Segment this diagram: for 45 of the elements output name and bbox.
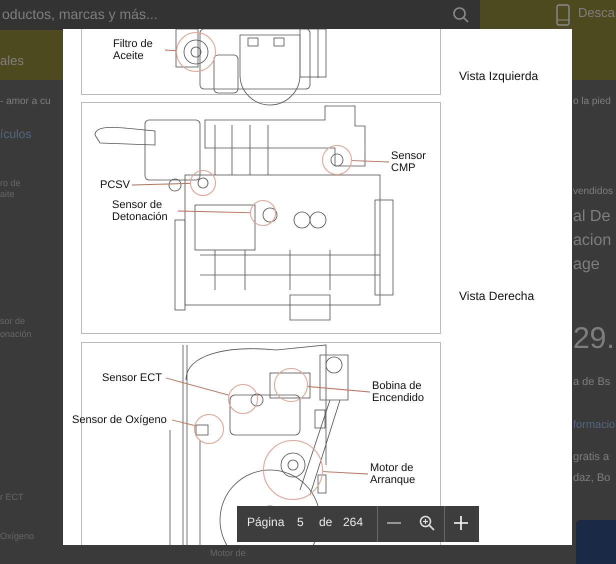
shipping-text: daz, Bo <box>573 472 610 484</box>
leader-line <box>307 386 370 392</box>
search-placeholder: oductos, marcas y más... <box>2 7 158 22</box>
part-label: Sensor de Detonación <box>112 199 176 223</box>
header-text: Desca <box>578 6 615 20</box>
ranking-text: vendidos <box>573 186 614 197</box>
price-text: 29. <box>573 322 615 355</box>
product-title: al De <box>573 208 610 226</box>
page-label: Página <box>247 516 284 530</box>
part-label: PCSV <box>100 179 130 191</box>
view-caption: Vista Izquierda <box>459 70 538 84</box>
highlight-circle <box>190 170 216 196</box>
leader-line <box>172 420 195 426</box>
breadcrumb-link: ículos <box>0 128 32 142</box>
shipping-text: gratis a <box>573 451 610 464</box>
page-number: 5 <box>297 516 304 530</box>
highlight-circle <box>228 384 258 414</box>
highlight-circle <box>250 200 276 226</box>
highlight-circle <box>274 368 308 402</box>
leader-line <box>322 471 368 474</box>
view-caption: Vista Derecha <box>459 290 534 304</box>
highlight-circle <box>322 145 352 175</box>
leader-line <box>178 210 250 214</box>
leader-line <box>164 50 176 52</box>
highlight-circle <box>194 414 224 444</box>
highlight-circle <box>263 440 323 500</box>
info-link: formacio <box>573 419 616 432</box>
highlight-circle <box>176 32 216 72</box>
page-count: 264 <box>343 516 364 530</box>
tagline-text: o la pied <box>573 96 611 107</box>
part-label: Motor de Arranque <box>370 462 420 486</box>
nav-link: ales <box>0 54 24 68</box>
product-title: age <box>573 256 600 274</box>
part-label: Filtro de Aceite <box>113 38 163 62</box>
leader-line <box>132 182 190 186</box>
leader-line <box>352 160 390 162</box>
part-label: Sensor de Oxígeno <box>72 414 170 426</box>
page-label: de <box>319 516 332 530</box>
product-title: acion <box>573 232 612 250</box>
payment-text: a de Bs <box>573 376 610 388</box>
tagline-text: - amor a cu <box>0 96 51 107</box>
part-label: Bobina de Encendido <box>372 380 434 404</box>
leader-line <box>166 378 229 396</box>
part-label: Sensor ECT <box>102 372 164 384</box>
part-label: Sensor CMP <box>391 150 433 174</box>
